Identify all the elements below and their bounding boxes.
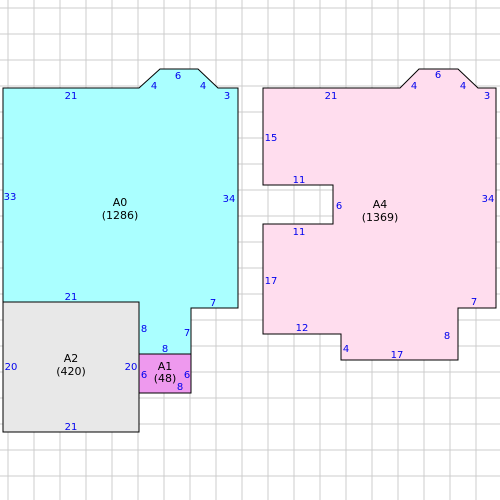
room-a4-name: A4 — [373, 198, 388, 211]
dimension-label: 7 — [471, 297, 477, 308]
dimension-label: 21 — [325, 91, 338, 102]
room-a0-dimensions: 21 4 6 4 3 33 34 7 7 8 8 — [4, 71, 236, 355]
room-a0-name: A0 — [113, 196, 128, 209]
dimension-label: 4 — [343, 344, 349, 355]
room-a4-dimensions: 21 4 6 4 3 15 11 6 11 34 17 7 12 8 4 17 — [265, 70, 495, 361]
room-a4-area: (1369) — [362, 211, 399, 224]
room-a0-shape[interactable] — [2, 68, 239, 355]
room-a1[interactable]: A1 (48) — [138, 353, 192, 394]
dimension-label: 21 — [65, 422, 78, 433]
dimension-label: 6 — [435, 70, 441, 81]
dimension-label: 3 — [484, 91, 490, 102]
dimension-label: 6 — [336, 201, 342, 212]
room-a2-name: A2 — [64, 352, 79, 365]
room-a2-dimensions: 21 20 20 21 — [5, 292, 138, 433]
dimension-label: 4 — [151, 81, 157, 92]
dimension-label: 7 — [210, 298, 216, 309]
room-a1-shape[interactable] — [138, 353, 192, 394]
dimension-label: 7 — [184, 328, 190, 339]
dimension-label: 15 — [265, 133, 278, 144]
room-a4-shape[interactable] — [262, 68, 497, 361]
room-a0-area: (1286) — [102, 209, 139, 222]
room-a1-area: (48) — [154, 372, 177, 385]
dimension-label: 3 — [224, 91, 230, 102]
room-a0[interactable]: A0 (1286) — [2, 68, 239, 355]
room-a4[interactable]: A4 (1369) — [262, 68, 497, 361]
dimension-label: 34 — [482, 194, 495, 205]
dimension-label: 20 — [5, 362, 18, 373]
dimension-label: 6 — [184, 370, 190, 381]
dimension-label: 33 — [4, 192, 17, 203]
dimension-label: 4 — [200, 81, 206, 92]
dimension-label: 11 — [293, 227, 306, 238]
dimension-label: 17 — [391, 350, 404, 361]
dimension-label: 8 — [177, 382, 183, 393]
dimension-label: 11 — [293, 175, 306, 186]
dimension-label: 12 — [296, 323, 309, 334]
room-a2-area: (420) — [56, 365, 86, 378]
dimension-label: 21 — [65, 91, 78, 102]
dimension-label: 21 — [65, 292, 78, 303]
dimension-label: 4 — [460, 81, 466, 92]
dimension-label: 6 — [175, 71, 181, 82]
dimension-label: 34 — [223, 194, 236, 205]
room-a1-dimensions: 6 6 8 — [141, 370, 190, 393]
dimension-label: 20 — [125, 362, 138, 373]
dimension-label: 8 — [162, 344, 168, 355]
dimension-label: 8 — [444, 331, 450, 342]
room-a1-name: A1 — [158, 360, 173, 373]
dimension-label: 4 — [411, 81, 417, 92]
room-a2[interactable]: A2 (420) — [2, 301, 140, 433]
dimension-label: 6 — [141, 370, 147, 381]
dimension-label: 8 — [141, 324, 147, 335]
dimension-label: 17 — [265, 276, 278, 287]
